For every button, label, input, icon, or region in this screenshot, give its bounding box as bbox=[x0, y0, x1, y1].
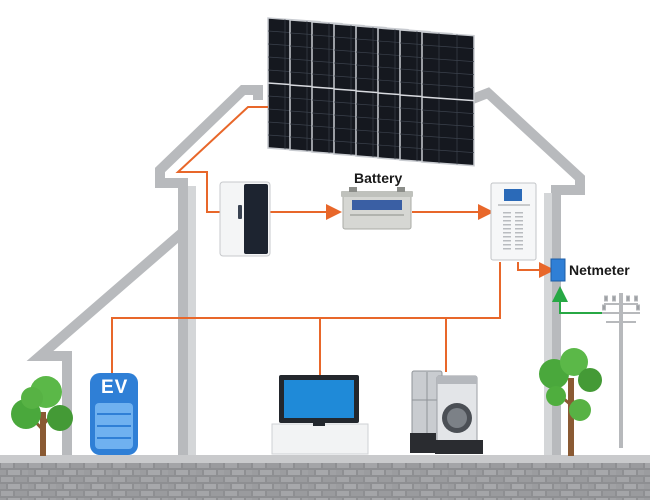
ground bbox=[0, 455, 650, 500]
ev-charger-icon bbox=[90, 373, 138, 455]
utility-pole-icon bbox=[602, 293, 640, 448]
power-wires bbox=[111, 106, 555, 376]
tree-left-icon bbox=[11, 376, 73, 456]
hybrid-inverter-icon bbox=[219, 181, 271, 257]
house-outline bbox=[26, 85, 585, 457]
battery-label: Battery bbox=[354, 170, 403, 186]
tree-right-icon bbox=[539, 348, 602, 456]
ev-label: EV bbox=[101, 377, 129, 398]
grid-wire bbox=[552, 286, 604, 314]
controller-cabinet-icon bbox=[490, 182, 537, 261]
home-appliances-icon bbox=[410, 370, 483, 454]
battery-icon bbox=[341, 187, 413, 230]
netmeter-label: Netmeter bbox=[569, 262, 630, 278]
solar-panel-icon bbox=[267, 17, 475, 167]
computer-monitor-icon bbox=[271, 375, 369, 455]
netmeter-icon bbox=[550, 258, 566, 282]
